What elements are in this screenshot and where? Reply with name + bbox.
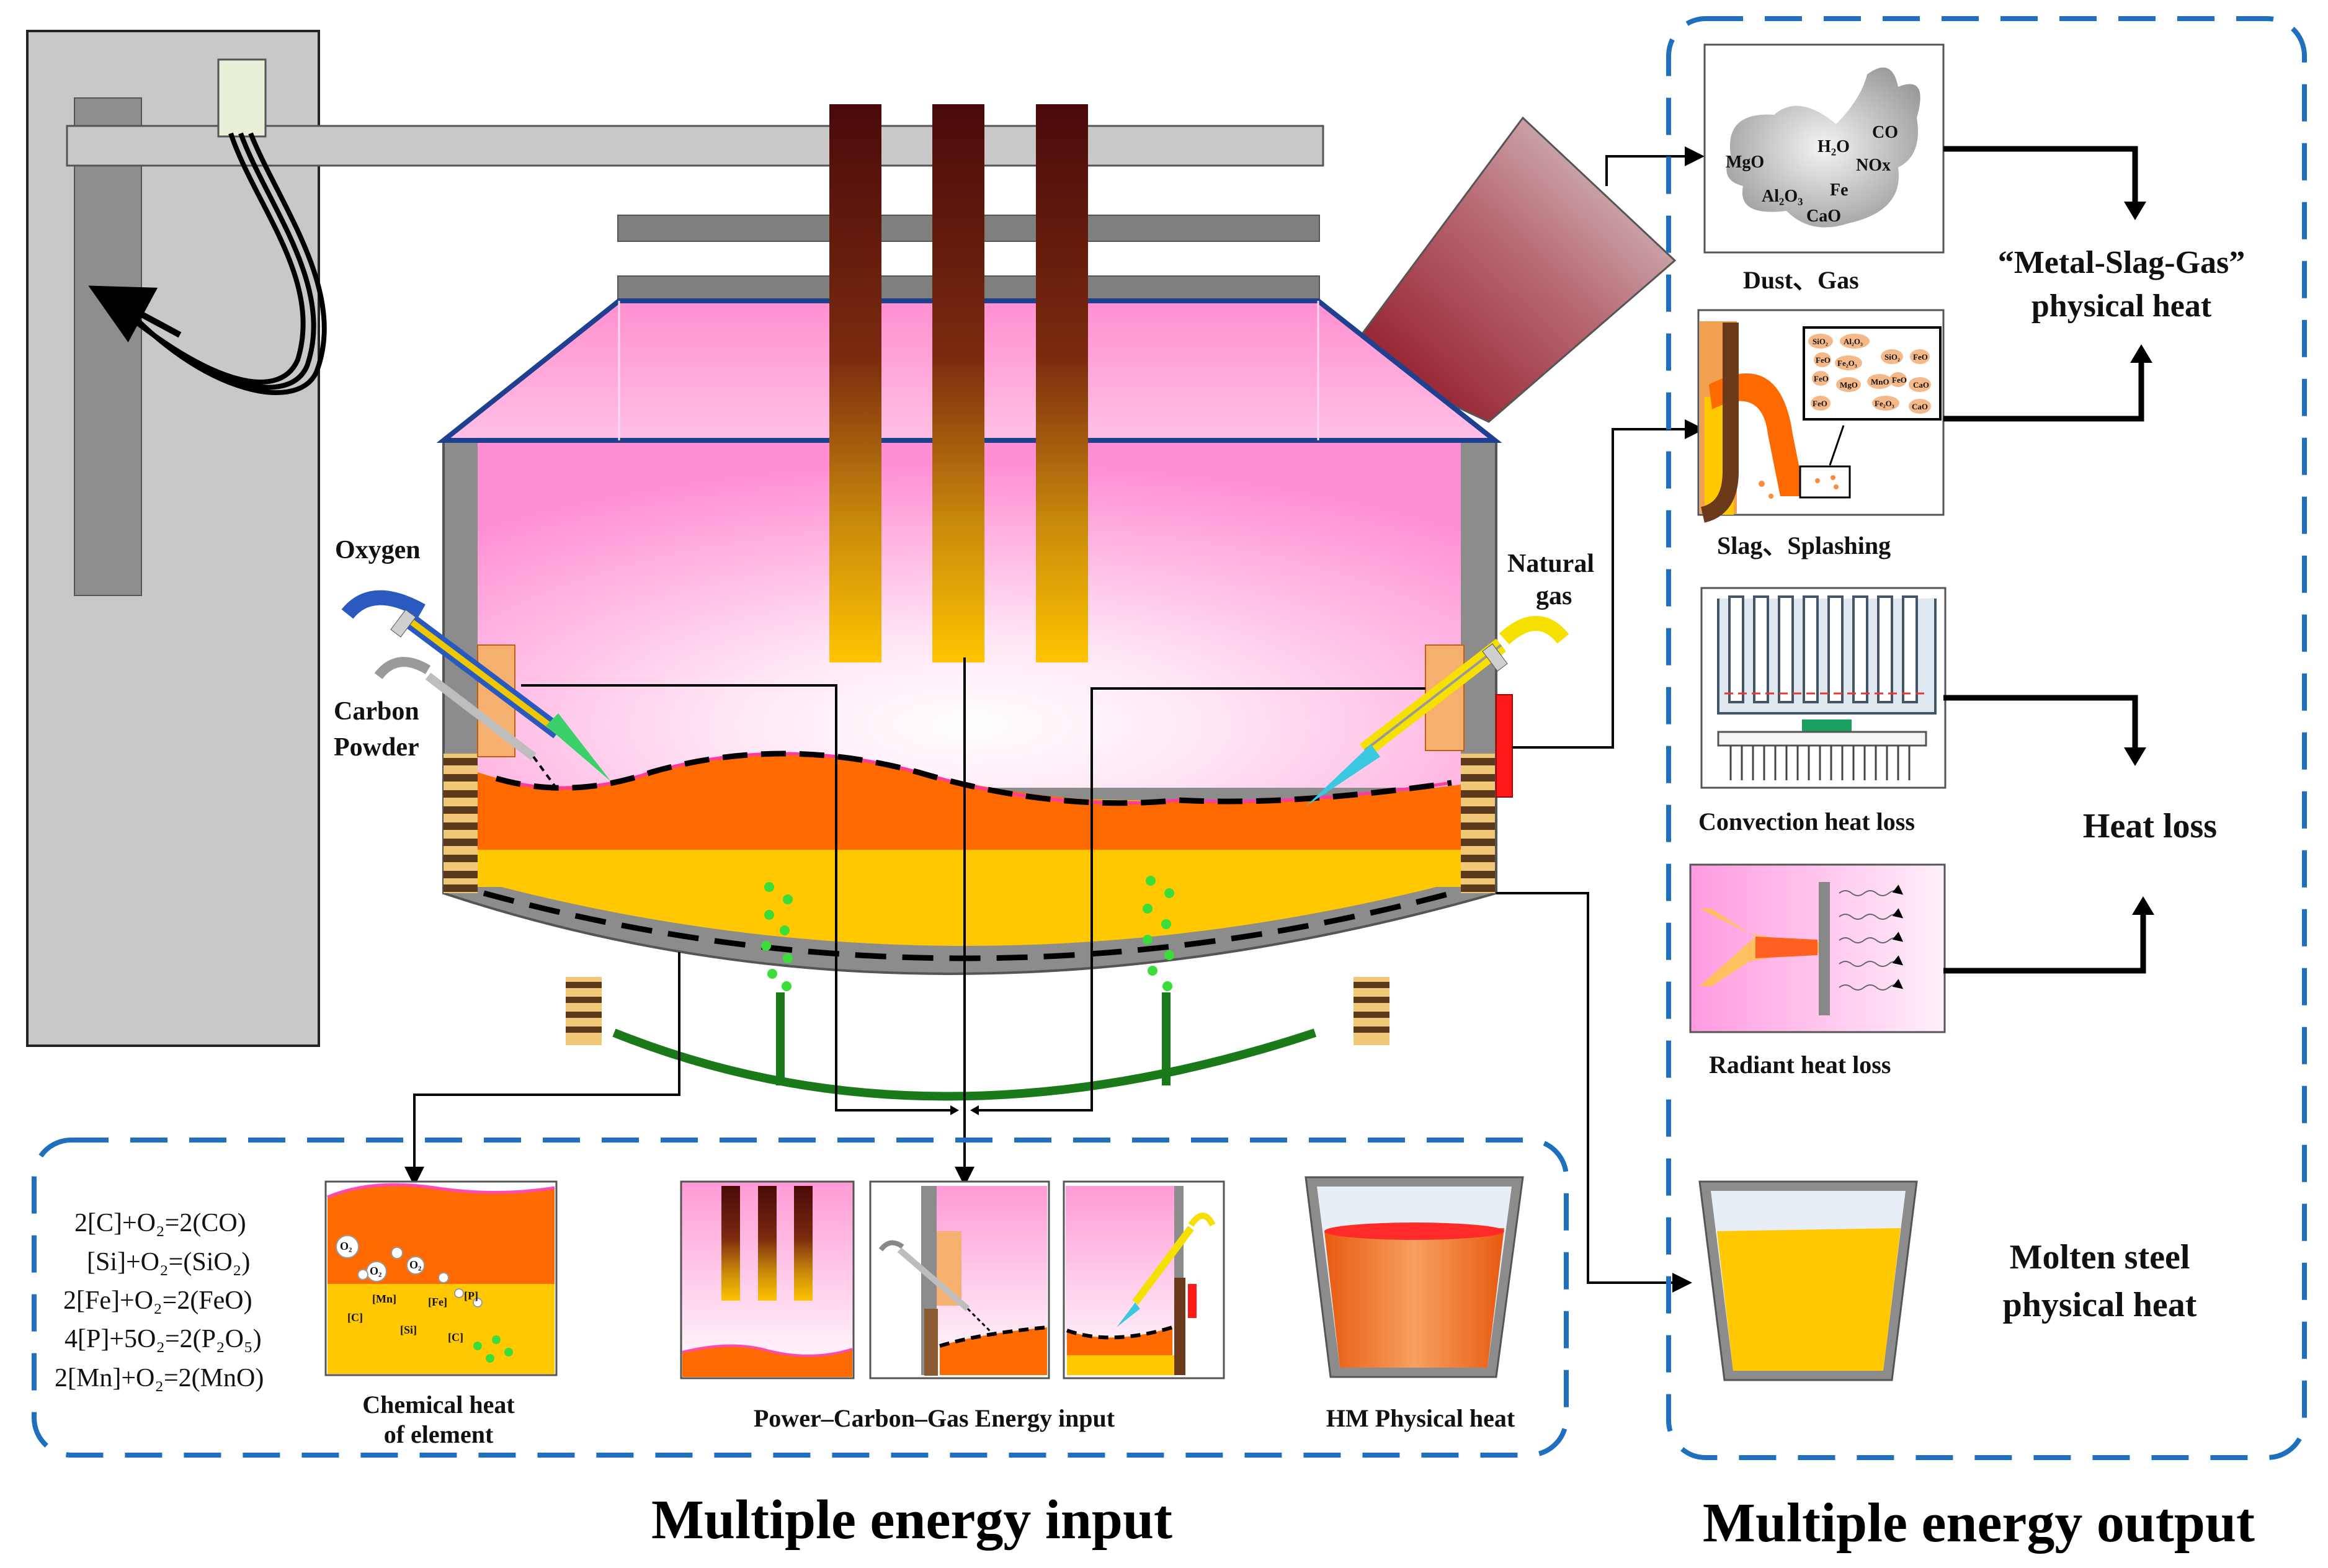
svg-text:[Fe]: [Fe] [428, 1296, 447, 1308]
gas-bubbles [761, 876, 1174, 991]
radiant-panel [1689, 863, 1946, 1033]
hm-label: HM Physical heat [1326, 1404, 1515, 1432]
molten-steel-label-line2: physical heat [2003, 1286, 2197, 1324]
dust-chemicals: MgO H₂O CO NOx Al₂O₃ Fe CaO [1726, 123, 1898, 226]
msg-label-line2: physical heat [2031, 288, 2212, 324]
svg-text:CaO: CaO [1806, 207, 1841, 226]
carbon-label-line2: Powder [334, 733, 419, 762]
svg-text:O₂: O₂ [409, 1258, 421, 1271]
svg-text:CaO: CaO [1913, 380, 1929, 390]
svg-text:Fe: Fe [1830, 180, 1849, 200]
side-marker [1496, 694, 1513, 798]
svg-text:Al₂O₃: Al₂O₃ [1762, 187, 1803, 206]
slag-splashing-label: Slag、Splashing [1717, 532, 1891, 559]
svg-text:CO: CO [1872, 123, 1898, 142]
convection-panel [1700, 587, 1947, 789]
svg-text:2[C]+O₂=2(CO): 2[C]+O₂=2(CO) [74, 1209, 246, 1237]
pcg-label: Power–Carbon–Gas Energy input [754, 1404, 1115, 1432]
chem-tokens: O₂ O₂ O₂ [Mn] [Fe] [P] [C] [Si] [C] [340, 1240, 478, 1343]
svg-text:CaO: CaO [1912, 402, 1928, 411]
hot-metal-ladle [1304, 1176, 1524, 1378]
slag-chemicals: SiO₂ Al₂O₃ FeO Fe₂O₃ SiO₂ FeO FeO MgO Mn… [1813, 337, 1929, 411]
input-dashed-frame [32, 1138, 1569, 1458]
svg-text:FeO: FeO [1816, 355, 1831, 365]
chemical-heat-panel: O₂ O₂ O₂ [Mn] [Fe] [P] [C] [Si] [C] [324, 1180, 558, 1376]
svg-text:O₂: O₂ [340, 1240, 352, 1252]
input-section: 2[C]+O₂=2(CO) [Si]+O₂=(SiO₂) 2[Fe]+O₂=2(… [32, 1138, 1569, 1551]
natural-gas-label-line2: gas [1536, 582, 1572, 610]
svg-text:MgO: MgO [1840, 380, 1858, 390]
output-arrowheads [2124, 202, 2154, 915]
carbon-label-line1: Carbon [334, 697, 419, 726]
svg-text:FeO: FeO [1813, 399, 1827, 408]
carbon-lance [374, 657, 560, 792]
radiation-waves [1839, 884, 1904, 991]
svg-text:[Si]: [Si] [400, 1324, 417, 1336]
oxygen-lance [341, 590, 611, 782]
output-section-title: Multiple energy output [1703, 1492, 2255, 1554]
svg-text:H₂O: H₂O [1817, 137, 1850, 156]
input-section-title: Multiple energy input [651, 1489, 1172, 1551]
cable-arrow [88, 285, 182, 342]
electrode-panel [680, 1180, 855, 1379]
svg-text:[P]: [P] [464, 1290, 478, 1302]
svg-text:[Mn]: [Mn] [372, 1293, 396, 1305]
refractory-bricks-right [1461, 754, 1495, 893]
electrode-2 [932, 104, 984, 662]
refractory-bricks-left [444, 754, 478, 893]
molten-steel-label-line1: Molten steel [2010, 1238, 2190, 1276]
msg-label-line1: “Metal-Slag-Gas” [1998, 245, 2245, 280]
svg-text:2[Mn]+O₂=2(MnO): 2[Mn]+O₂=2(MnO) [55, 1364, 264, 1392]
svg-text:FeO: FeO [1892, 375, 1907, 385]
radiant-label: Radiant heat loss [1709, 1051, 1891, 1079]
oxygen-label: Oxygen [335, 536, 421, 564]
slag-splashing-panel: SiO₂ Al₂O₃ FeO Fe₂O₃ SiO₂ FeO FeO MgO Mn… [1697, 309, 1945, 523]
svg-text:NOx: NOx [1856, 156, 1891, 175]
svg-text:O₂: O₂ [370, 1265, 381, 1277]
heat-loss-label: Heat loss [2083, 807, 2217, 845]
dust-gas-label: Dust、Gas [1743, 266, 1859, 294]
power-cables [97, 132, 327, 395]
natural-gas-label-line1: Natural [1507, 550, 1594, 578]
dust-gas-panel: MgO H₂O CO NOx Al₂O₃ Fe CaO [1703, 43, 1945, 254]
furnace: Oxygen Carbon Powder Natural gas [334, 104, 1677, 1101]
svg-text:MnO: MnO [1871, 377, 1889, 386]
oxygen-lance-panel [869, 1180, 1050, 1379]
molten-steel-ladle [1698, 1180, 1918, 1381]
electrode-3 [1036, 104, 1088, 662]
svg-text:2[Fe]+O₂=2(FeO): 2[Fe]+O₂=2(FeO) [63, 1286, 252, 1315]
support-structure [26, 30, 1324, 1047]
svg-text:MgO: MgO [1726, 153, 1764, 172]
svg-text:SiO₂: SiO₂ [1884, 352, 1900, 362]
svg-text:SiO₂: SiO₂ [1813, 337, 1828, 346]
svg-text:Fe₂O₃: Fe₂O₃ [1875, 399, 1894, 408]
svg-text:[C]: [C] [347, 1311, 363, 1324]
svg-text:Al₂O₃: Al₂O₃ [1844, 337, 1863, 346]
connector-lines [404, 146, 1705, 1293]
chem-heat-label-line1: Chemical heat [362, 1391, 515, 1419]
svg-text:4[P]+5O₂=2(P₂O₅): 4[P]+5O₂=2(P₂O₅) [65, 1325, 262, 1353]
svg-text:[Si]+O₂=(SiO₂): [Si]+O₂=(SiO₂) [87, 1248, 250, 1276]
gas-lance-panel [1063, 1180, 1225, 1379]
reaction-equations: 2[C]+O₂=2(CO) [Si]+O₂=(SiO₂) 2[Fe]+O₂=2(… [55, 1209, 264, 1392]
output-dashed-frame [1666, 16, 2307, 1460]
svg-text:[C]: [C] [448, 1331, 463, 1343]
slag-layer [478, 754, 1461, 850]
furnace-legs [566, 977, 1389, 1045]
graphite-electrodes [829, 104, 1088, 662]
chem-heat-label-line2: of element [384, 1420, 494, 1448]
bottom-injectors [612, 992, 1317, 1101]
natural-gas-lance [1306, 616, 1569, 806]
svg-text:FeO: FeO [1913, 352, 1928, 362]
output-section: MgO H₂O CO NOx Al₂O₃ Fe CaO Dust、Gas [1666, 16, 2307, 1554]
convection-label: Convection heat loss [1698, 808, 1915, 835]
output-arrows [1943, 146, 2146, 974]
svg-text:Fe₂O₃: Fe₂O₃ [1837, 359, 1857, 368]
svg-text:FeO: FeO [1814, 374, 1829, 383]
electrode-1 [829, 104, 881, 662]
